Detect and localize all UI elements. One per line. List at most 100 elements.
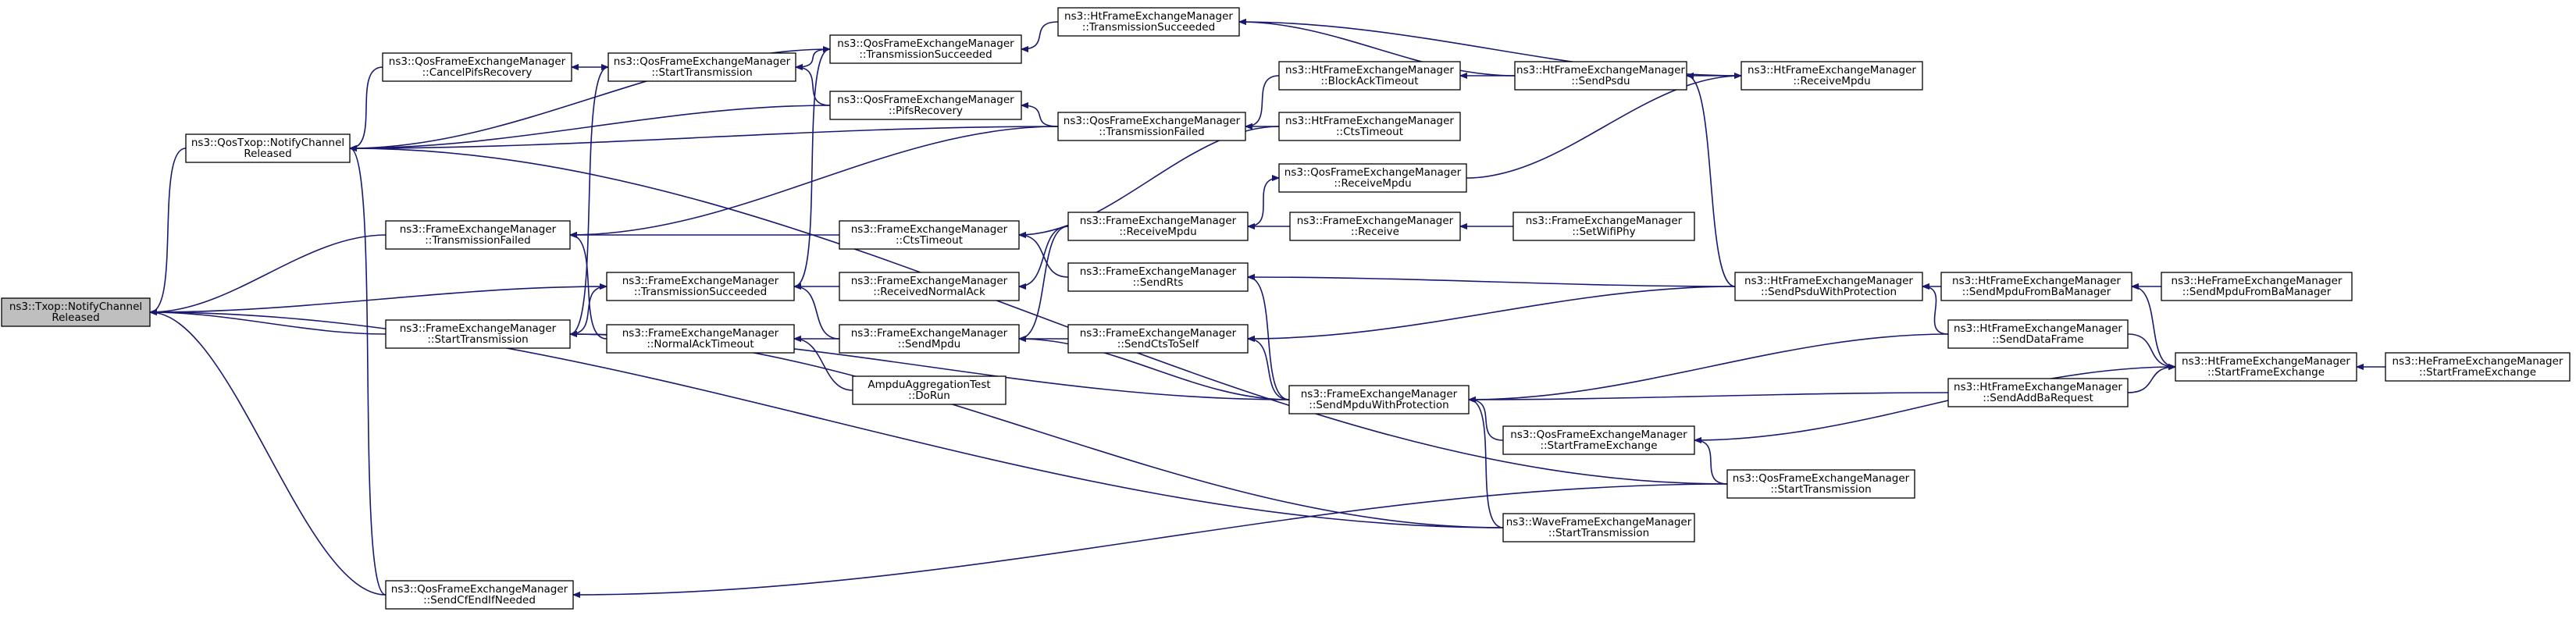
node-box[interactable] xyxy=(839,272,1020,301)
caller-function-node[interactable]: ns3::HeFrameExchangeManager::StartFrameE… xyxy=(2385,352,2571,382)
caller-function-node[interactable]: ns3::HtFrameExchangeManager::SendDataFra… xyxy=(1947,319,2129,349)
node-box[interactable] xyxy=(1057,7,1240,37)
caller-function-node[interactable]: ns3::FrameExchangeManager::TransmissionS… xyxy=(606,272,795,301)
node-box[interactable] xyxy=(606,272,795,301)
caller-function-node[interactable]: ns3::HtFrameExchangeManager::CtsTimeout xyxy=(1278,112,1461,141)
caller-function-node[interactable]: ns3::FrameExchangeManager::SendCtsToSelf xyxy=(1067,324,1249,354)
caller-function-node[interactable]: ns3::HtFrameExchangeManager::StartFrameE… xyxy=(2175,352,2357,382)
node-box[interactable] xyxy=(1067,262,1249,292)
node-box[interactable] xyxy=(852,375,1007,405)
caller-function-node[interactable]: ns3::FrameExchangeManager::TransmissionF… xyxy=(385,220,571,250)
node-label-line: ns3::HeFrameExchangeManager xyxy=(2393,355,2564,368)
node-box[interactable] xyxy=(1278,112,1461,141)
caller-function-node[interactable]: ns3::FrameExchangeManager::ReceivedNorma… xyxy=(839,272,1020,301)
node-box[interactable] xyxy=(606,324,795,354)
caller-function-node[interactable]: ns3::FrameExchangeManager::SendMpduWithP… xyxy=(1288,385,1470,414)
node-box[interactable] xyxy=(2175,352,2357,382)
node-label-line: ns3::HtFrameExchangeManager xyxy=(1285,115,1454,127)
node-box[interactable] xyxy=(1940,272,2132,301)
caller-function-node[interactable]: ns3::FrameExchangeManager::ReceiveMpdu xyxy=(1067,212,1249,241)
node-label-line: ns3::HtFrameExchangeManager xyxy=(1744,275,1913,287)
caller-function-node[interactable]: ns3::FrameExchangeManager::SendRts xyxy=(1067,262,1249,292)
caller-function-node[interactable]: ns3::HtFrameExchangeManager::SendPsdu xyxy=(1514,61,1687,91)
caller-function-node[interactable]: ns3::FrameExchangeManager::SetWifiPhy xyxy=(1512,212,1695,241)
caller-function-node[interactable]: ns3::FrameExchangeManager::StartTransmis… xyxy=(385,319,571,349)
caller-function-node[interactable]: ns3::QosFrameExchangeManager::ReceiveMpd… xyxy=(1278,163,1467,193)
node-box[interactable] xyxy=(607,52,796,82)
node-box[interactable] xyxy=(1289,212,1461,241)
call-edge xyxy=(1922,286,1949,335)
node-box[interactable] xyxy=(1502,425,1695,455)
caller-function-node[interactable]: ns3::WaveFrameExchangeManager::StartTran… xyxy=(1502,513,1695,543)
node-box[interactable] xyxy=(1,297,151,327)
caller-function-node[interactable]: ns3::QosFrameExchangeManager::PifsRecove… xyxy=(829,91,1022,120)
node-box[interactable] xyxy=(1726,469,1915,499)
node-box[interactable] xyxy=(839,220,1020,250)
caller-function-node[interactable]: ns3::FrameExchangeManager::NormalAckTime… xyxy=(606,324,795,354)
node-box[interactable] xyxy=(1740,61,1923,91)
caller-function-node[interactable]: ns3::HeFrameExchangeManager::SendMpduFro… xyxy=(2161,272,2353,301)
call-edge xyxy=(350,148,1728,485)
node-box[interactable] xyxy=(1278,163,1467,193)
node-box[interactable] xyxy=(385,580,574,610)
node-box[interactable] xyxy=(1734,272,1923,301)
node-label-line: ::SendMpduWithProtection xyxy=(1309,399,1448,411)
call-edge xyxy=(573,483,1728,595)
node-box[interactable] xyxy=(1947,319,2129,349)
node-label-line: ns3::FrameExchangeManager xyxy=(1080,327,1237,340)
node-box[interactable] xyxy=(1067,212,1249,241)
caller-function-node[interactable]: ns3::HtFrameExchangeManager::BlockAckTim… xyxy=(1278,61,1461,91)
caller-function-node[interactable]: ns3::HtFrameExchangeManager::SendAddBaRe… xyxy=(1947,378,2129,407)
node-box[interactable] xyxy=(185,133,351,163)
node-label-line: ::SendDataFrame xyxy=(1992,333,2083,346)
caller-function-node[interactable]: ns3::FrameExchangeManager::SendMpdu xyxy=(839,324,1020,354)
node-label-line: ns3::FrameExchangeManager xyxy=(851,327,1008,340)
call-edge xyxy=(1245,75,1280,126)
caller-function-node[interactable]: ns3::QosFrameExchangeManager::CancelPifs… xyxy=(382,52,572,82)
node-box[interactable] xyxy=(1502,513,1695,543)
caller-function-node[interactable]: ns3::QosFrameExchangeManager::StartFrame… xyxy=(1502,425,1695,455)
caller-function-node[interactable]: ns3::QosFrameExchangeManager::Transmissi… xyxy=(829,34,1022,64)
node-box[interactable] xyxy=(829,91,1022,120)
call-edge xyxy=(150,234,387,312)
node-label-line: ::StartTransmission xyxy=(427,333,528,346)
node-box[interactable] xyxy=(1947,378,2129,407)
caller-function-node[interactable]: AmpduAggregationTest::DoRun xyxy=(852,375,1007,405)
caller-function-node[interactable]: ns3::HtFrameExchangeManager::ReceiveMpdu xyxy=(1740,61,1923,91)
call-edge xyxy=(350,126,1059,148)
caller-function-node[interactable]: ns3::QosFrameExchangeManager::StartTrans… xyxy=(607,52,796,82)
node-label-line: ::CtsTimeout xyxy=(1336,126,1403,138)
caller-function-node[interactable]: ns3::HtFrameExchangeManager::SendMpduFro… xyxy=(1940,272,2132,301)
caller-function-node[interactable]: ns3::QosFrameExchangeManager::StartTrans… xyxy=(1726,469,1915,499)
node-label-line: ::StartFrameExchange xyxy=(2207,366,2325,379)
caller-function-node[interactable]: ns3::QosFrameExchangeManager::Transmissi… xyxy=(1057,112,1246,141)
node-label-line: AmpduAggregationTest xyxy=(868,379,990,391)
node-label-line: ::ReceiveMpdu xyxy=(1793,75,1870,87)
node-box[interactable] xyxy=(839,324,1020,354)
node-box[interactable] xyxy=(1512,212,1695,241)
node-box[interactable] xyxy=(1057,112,1246,141)
node-box[interactable] xyxy=(829,34,1022,64)
node-box[interactable] xyxy=(382,52,572,82)
caller-function-node[interactable]: ns3::QosFrameExchangeManager::SendCfEndI… xyxy=(385,580,574,610)
node-box[interactable] xyxy=(1278,61,1461,91)
caller-function-node[interactable]: ns3::HtFrameExchangeManager::SendPsduWit… xyxy=(1734,272,1923,301)
caller-function-node[interactable]: ns3::FrameExchangeManager::CtsTimeout xyxy=(839,220,1020,250)
node-box[interactable] xyxy=(2385,352,2571,382)
caller-function-node[interactable]: ns3::FrameExchangeManager::Receive xyxy=(1289,212,1461,241)
node-label-line: ::ReceivedNormalAck xyxy=(873,286,985,298)
call-edge xyxy=(150,312,1504,528)
node-label-line: ns3::HtFrameExchangeManager xyxy=(1952,275,2121,287)
node-box[interactable] xyxy=(385,220,571,250)
call-edge xyxy=(350,105,831,148)
node-label-line: ns3::FrameExchangeManager xyxy=(1080,265,1237,278)
node-box[interactable] xyxy=(1514,61,1687,91)
node-box[interactable] xyxy=(2161,272,2353,301)
node-label-line: ::SendMpduFromBaManager xyxy=(1962,286,2111,298)
node-box[interactable] xyxy=(1288,385,1470,414)
caller-function-node[interactable]: ns3::HtFrameExchangeManager::Transmissio… xyxy=(1057,7,1240,37)
node-box[interactable] xyxy=(385,319,571,349)
node-box[interactable] xyxy=(1067,324,1249,354)
